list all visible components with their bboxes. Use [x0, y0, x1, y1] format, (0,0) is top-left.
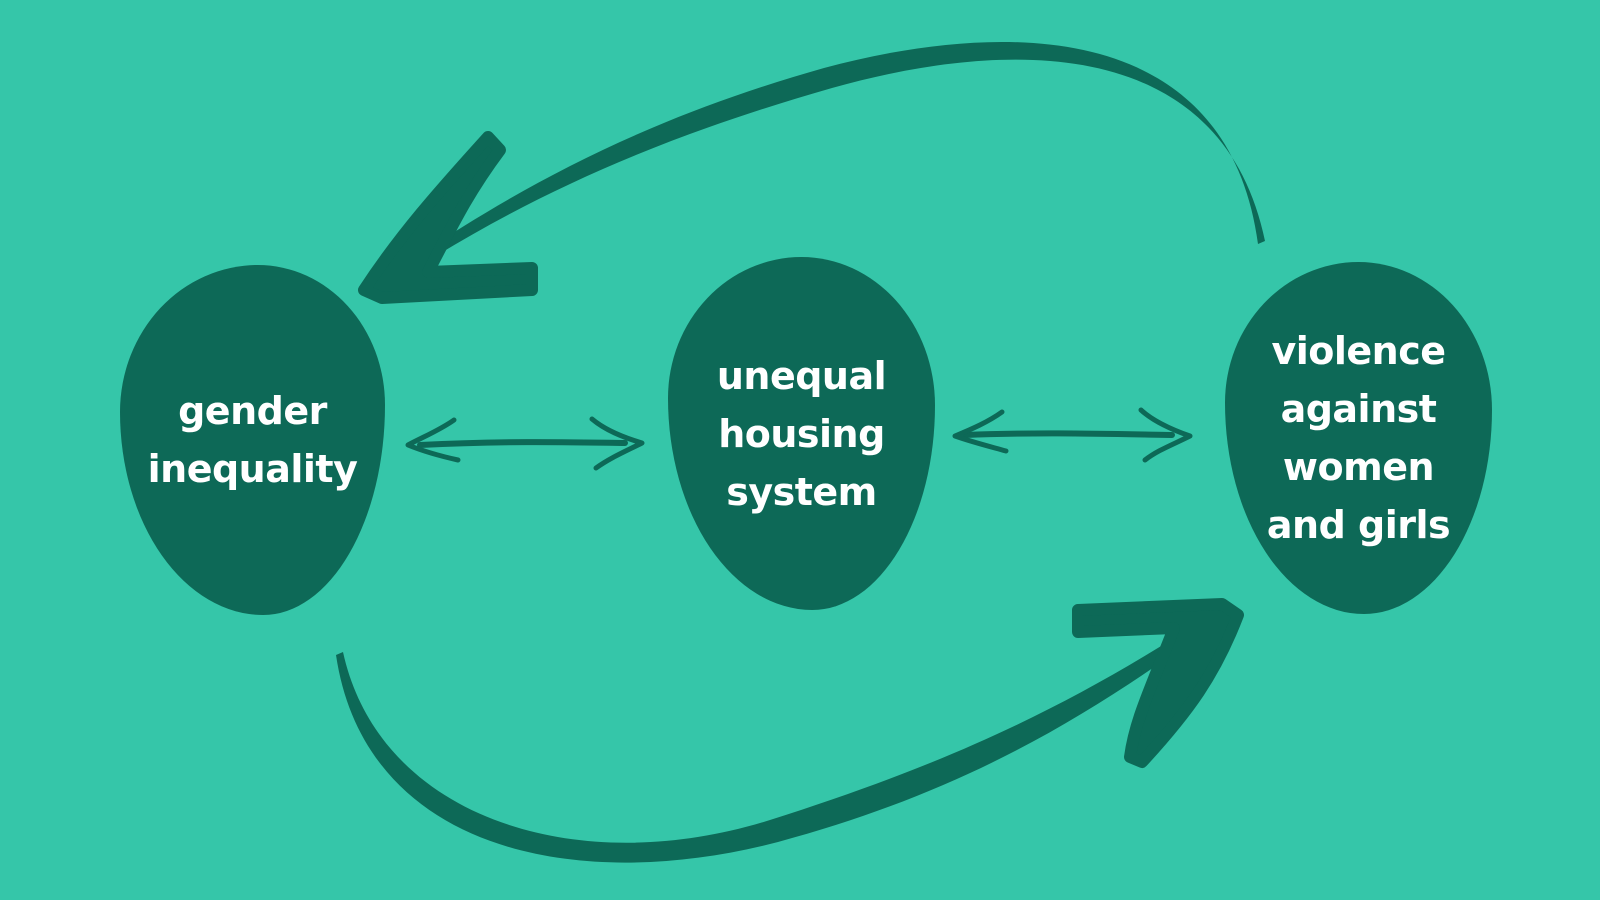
double-arrow-gender-housing [405, 416, 645, 471]
arrow-violence-to-gender [358, 41, 1265, 304]
arrowhead-bottom [1072, 598, 1244, 768]
double-arrow-housing-violence [952, 407, 1193, 463]
curved-arrow-body-bottom [336, 615, 1218, 863]
node-violence-against-women: violence against women and girls [1225, 262, 1492, 614]
double-arrow-head-left [405, 417, 461, 463]
double-arrow-head-right [589, 416, 645, 471]
node-gender-inequality: gender inequality [120, 265, 385, 615]
double-arrow-head-right-2 [1138, 407, 1193, 463]
double-arrow-shaft-left [417, 439, 628, 448]
node-label-unequal-housing-system: unequal housing system [716, 353, 887, 514]
node-unequal-housing-system: unequal housing system [668, 257, 935, 610]
double-arrow-shaft-right [962, 430, 1175, 438]
curved-arrow-body-top [385, 41, 1265, 284]
double-arrow-head-left-2 [952, 409, 1009, 454]
arrow-gender-to-violence [336, 598, 1244, 863]
node-label-violence-against-women: violence against women and girls [1266, 329, 1451, 547]
arrowhead-top [358, 131, 538, 304]
node-label-gender-inequality: gender inequality [147, 389, 358, 491]
